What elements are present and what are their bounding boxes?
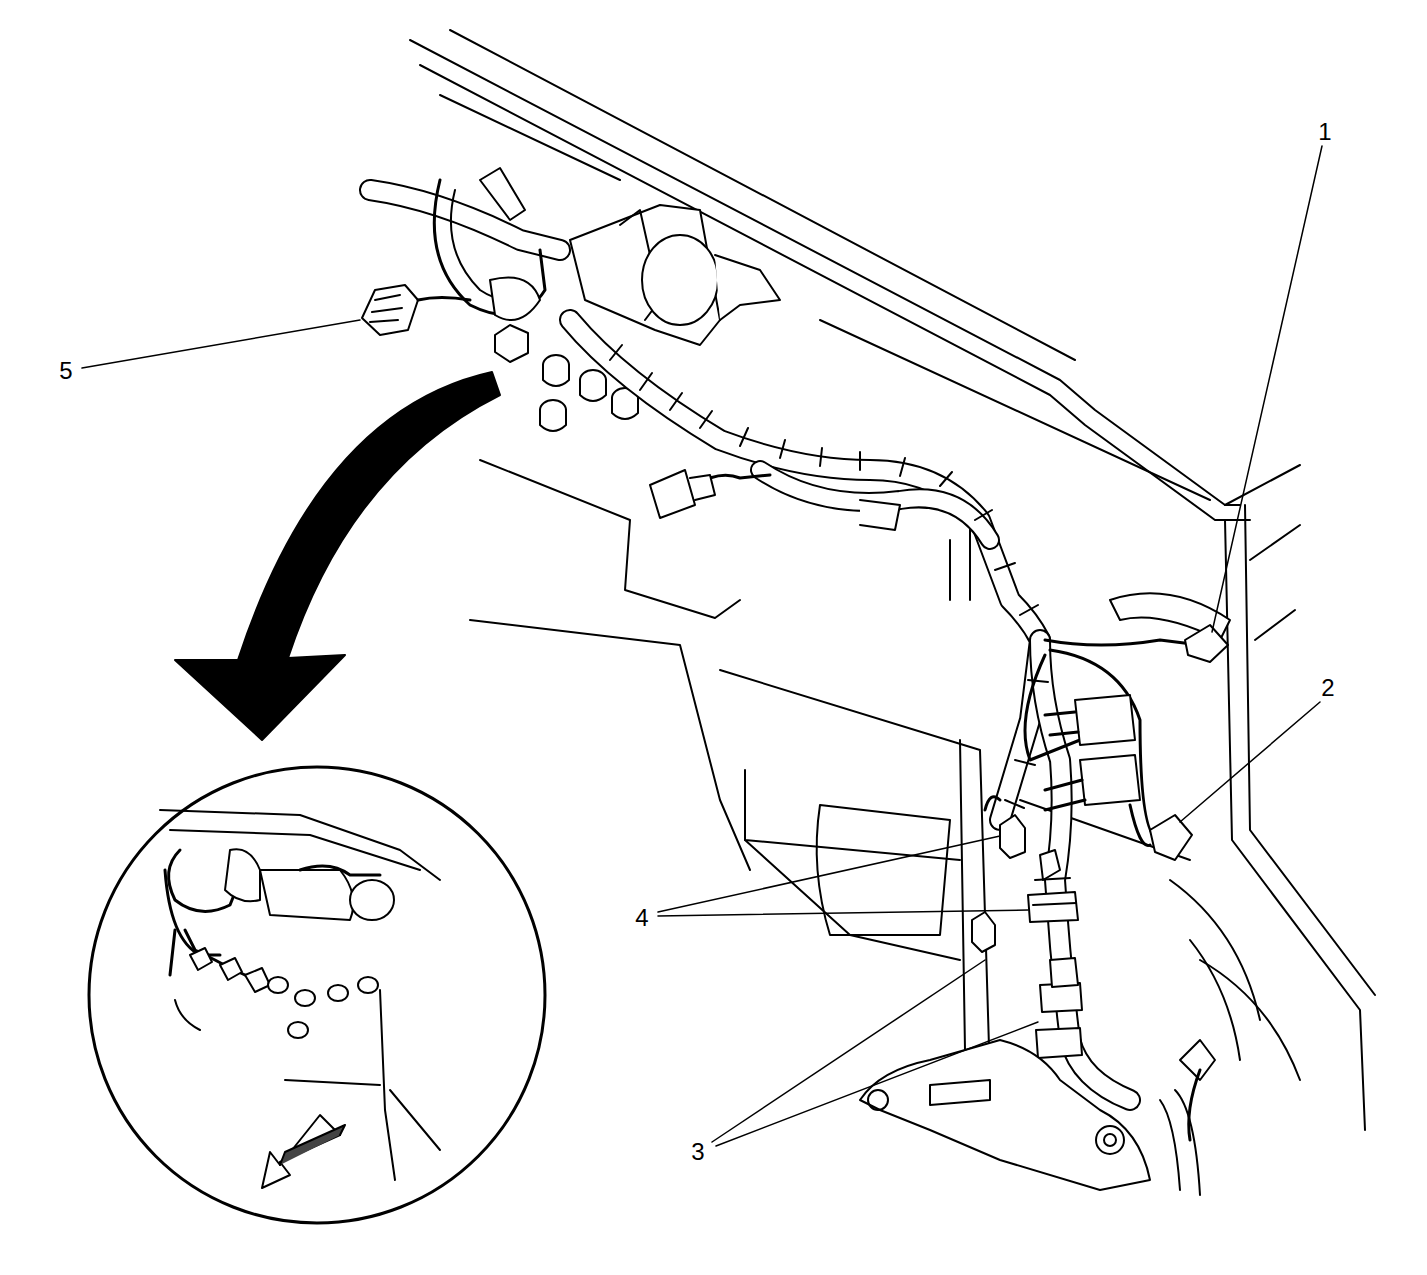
callout-number: 1 [1316, 120, 1333, 144]
callout-number: 5 [57, 359, 74, 383]
callout-number: 2 [1319, 676, 1336, 700]
callout-number: 3 [689, 1140, 706, 1164]
callout-number: 4 [633, 906, 650, 930]
